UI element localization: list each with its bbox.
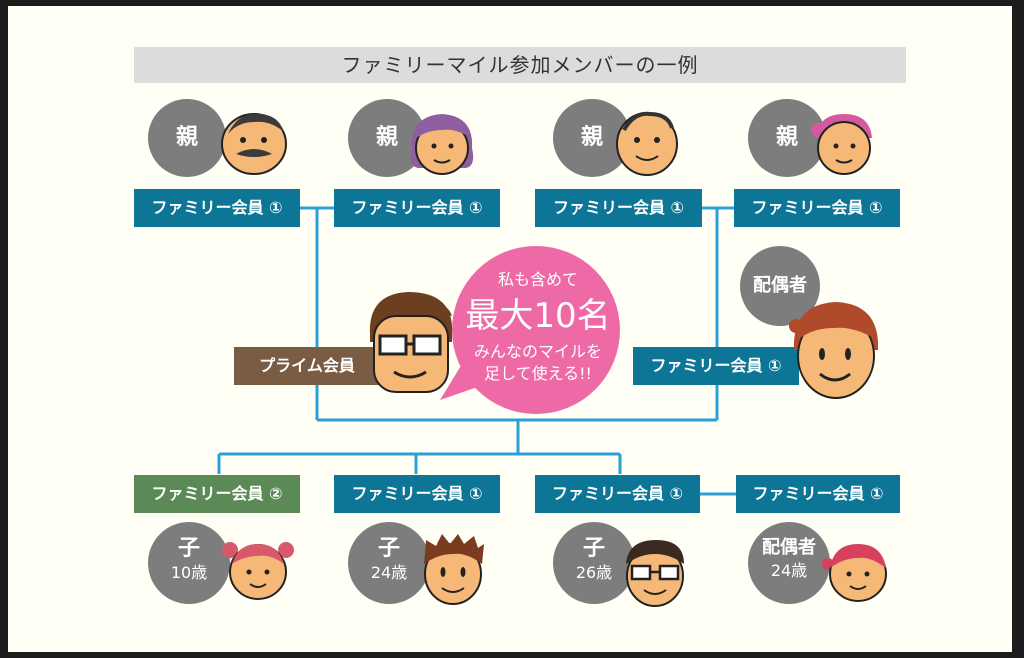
diagram-canvas: ファミリーマイル参加メンバーの一例 親 親 親 [8, 6, 1012, 652]
child-girl-face-icon [222, 542, 294, 600]
father-face-icon [221, 113, 287, 175]
spouse-face-icon [789, 302, 879, 399]
bubble-line-3: みんなのマイルを [473, 342, 602, 361]
bubble-line-2: 最大10名 [465, 296, 611, 336]
bubble-line-1: 私も含めて [497, 270, 578, 289]
speech-bubble [440, 246, 620, 414]
child-label-2: 子 [377, 536, 400, 561]
grandmother-face-icon [811, 114, 872, 175]
child-circle-1: 子 10歳 [148, 522, 230, 604]
family-member-box-parent-2: ファミリー会員 ① [334, 189, 500, 227]
grandfather-face-icon [616, 111, 678, 176]
family-member-box-parent-3: ファミリー会員 ① [535, 189, 702, 227]
child-label-3: 子 [582, 536, 605, 561]
child-spouse-label: 配偶者 [762, 537, 816, 558]
child-circle-2: 子 24歳 [348, 522, 430, 604]
mother-face-icon [410, 114, 474, 175]
child-glasses-face-icon [626, 540, 684, 607]
family-member-box-child-2: ファミリー会員 ① [334, 475, 500, 513]
family-member-box-parent-1: ファミリー会員 ① [134, 189, 300, 227]
family-member-box-child-3: ファミリー会員 ① [535, 475, 700, 513]
prime-member-box: プライム会員 [234, 347, 380, 385]
child-spouse-circle: 配偶者 24歳 [748, 522, 830, 604]
family-member-box-child-spouse: ファミリー会員 ① [736, 475, 900, 513]
child-age-1: 10歳 [170, 563, 208, 582]
child-spouse-face-icon [822, 544, 887, 602]
parent-circle-4: 親 [748, 99, 826, 177]
child-age-3: 26歳 [575, 563, 613, 582]
family-member-box-parent-4: ファミリー会員 ① [734, 189, 900, 227]
child-boy-face-icon [424, 534, 484, 605]
parent-circle-1: 親 [148, 99, 226, 177]
child-spouse-age: 24歳 [770, 561, 808, 580]
family-member-box-child-1: ファミリー会員 ② [134, 475, 300, 513]
diagram-title: ファミリーマイル参加メンバーの一例 [341, 53, 699, 77]
child-age-2: 24歳 [370, 563, 408, 582]
title-bar: ファミリーマイル参加メンバーの一例 [134, 47, 906, 83]
prime-member-face-icon [369, 292, 452, 393]
child-circle-3: 子 26歳 [553, 522, 635, 604]
family-member-box-spouse: ファミリー会員 ① [633, 347, 799, 385]
bubble-line-4: 足して使える!! [484, 364, 592, 383]
speech-bubble-text: 私も含めて 最大10名 みんなのマイルを 足して使える!! [456, 266, 620, 406]
child-label-1: 子 [177, 536, 200, 561]
